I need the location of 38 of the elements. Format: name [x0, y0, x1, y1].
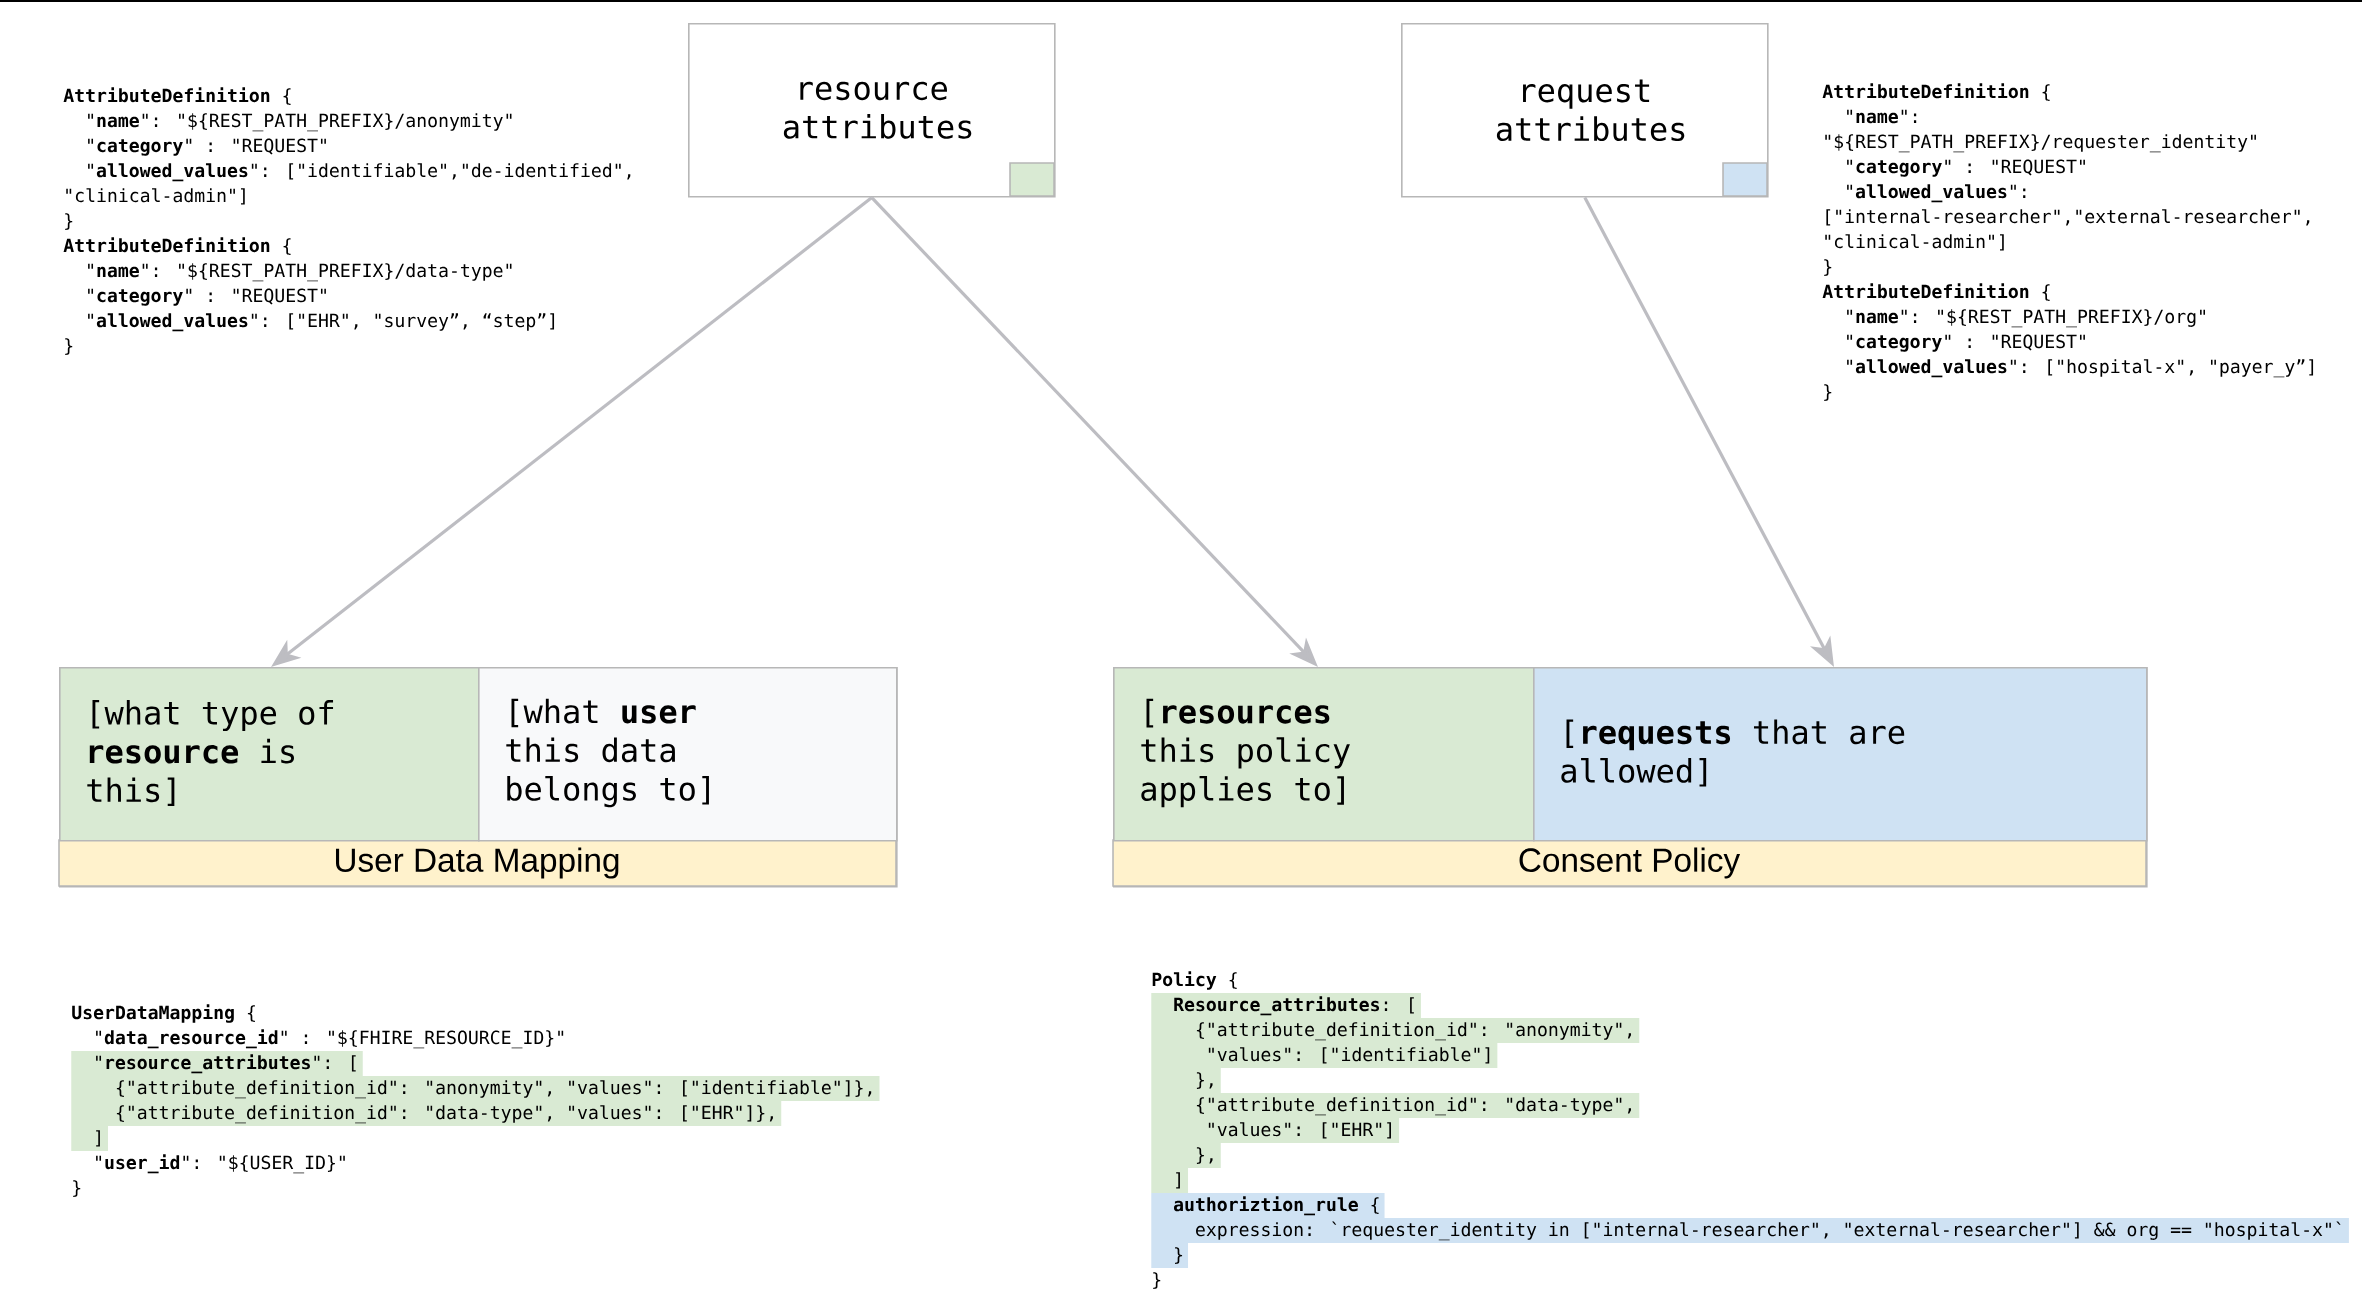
title-band: Consent Policy [1112, 839, 2147, 887]
code-line: AttributeDefinition { [63, 87, 291, 105]
code-line: "clinical-admin"] [1825, 234, 2004, 251]
table-cell: [what type of resource is this] [59, 667, 480, 842]
code-line: "clinical-admin"] [66, 188, 245, 205]
code-line: "allowed_values": ["EHR", "survey”, “step”] [88, 313, 555, 332]
code-line: "allowed_values": ["hospital-x", "payer_y”] [1847, 359, 2314, 378]
code-line: } [73, 1180, 81, 1197]
code-line: "category" : "REQUEST" [1847, 159, 2085, 177]
code-line: "name": [1847, 109, 1917, 124]
code-line: "allowed_values": [1847, 184, 2026, 203]
code-line: "data_resource_id" : "${FHIRE_RESOURCE_ID}" [96, 1029, 564, 1049]
code-line: "${REST_PATH_PREFIX}/requester_identity" [1825, 134, 2256, 153]
table-cell: [requests that are allowed] [1533, 667, 2148, 842]
attribute-box: resource attributes [688, 23, 1056, 198]
code-line: AttributeDefinition { [63, 237, 291, 255]
code-line: UserDataMapping { [72, 1004, 255, 1023]
code-line: Policy { [1152, 971, 1237, 990]
code-line: "user_id": "${USER_ID}" [96, 1154, 345, 1174]
code-line: } [65, 213, 73, 230]
code-line: "name": "${REST_PATH_PREFIX}/org" [1847, 309, 2205, 328]
code-line: } [1824, 259, 1832, 276]
title-band: User Data Mapping [58, 839, 897, 887]
code-line: AttributeDefinition { [1822, 83, 2050, 101]
code-line: "category" : "REQUEST" [88, 138, 326, 156]
code-line: "category" : "REQUEST" [1847, 334, 2085, 352]
code-line: ["internal-researcher","external-researcher", [1826, 209, 2310, 226]
code-line: "category" : "REQUEST" [88, 288, 326, 306]
code-line: "name": "${REST_PATH_PREFIX}/anonymity" [88, 113, 512, 132]
code-line: "allowed_values": ["identifiable","de-identified", [88, 163, 631, 182]
code-line: } [1153, 1272, 1161, 1289]
code-line: AttributeDefinition { [1822, 283, 2050, 301]
code-line: } [65, 338, 73, 355]
code-line: } [1824, 384, 1832, 401]
table-cell: [resources this policy applies to] [1113, 667, 1535, 842]
code-line: "name": "${REST_PATH_PREFIX}/data-type" [88, 263, 512, 282]
attribute-box: request attributes [1401, 23, 1769, 198]
table-cell: [what user this data belongs to] [478, 667, 898, 842]
